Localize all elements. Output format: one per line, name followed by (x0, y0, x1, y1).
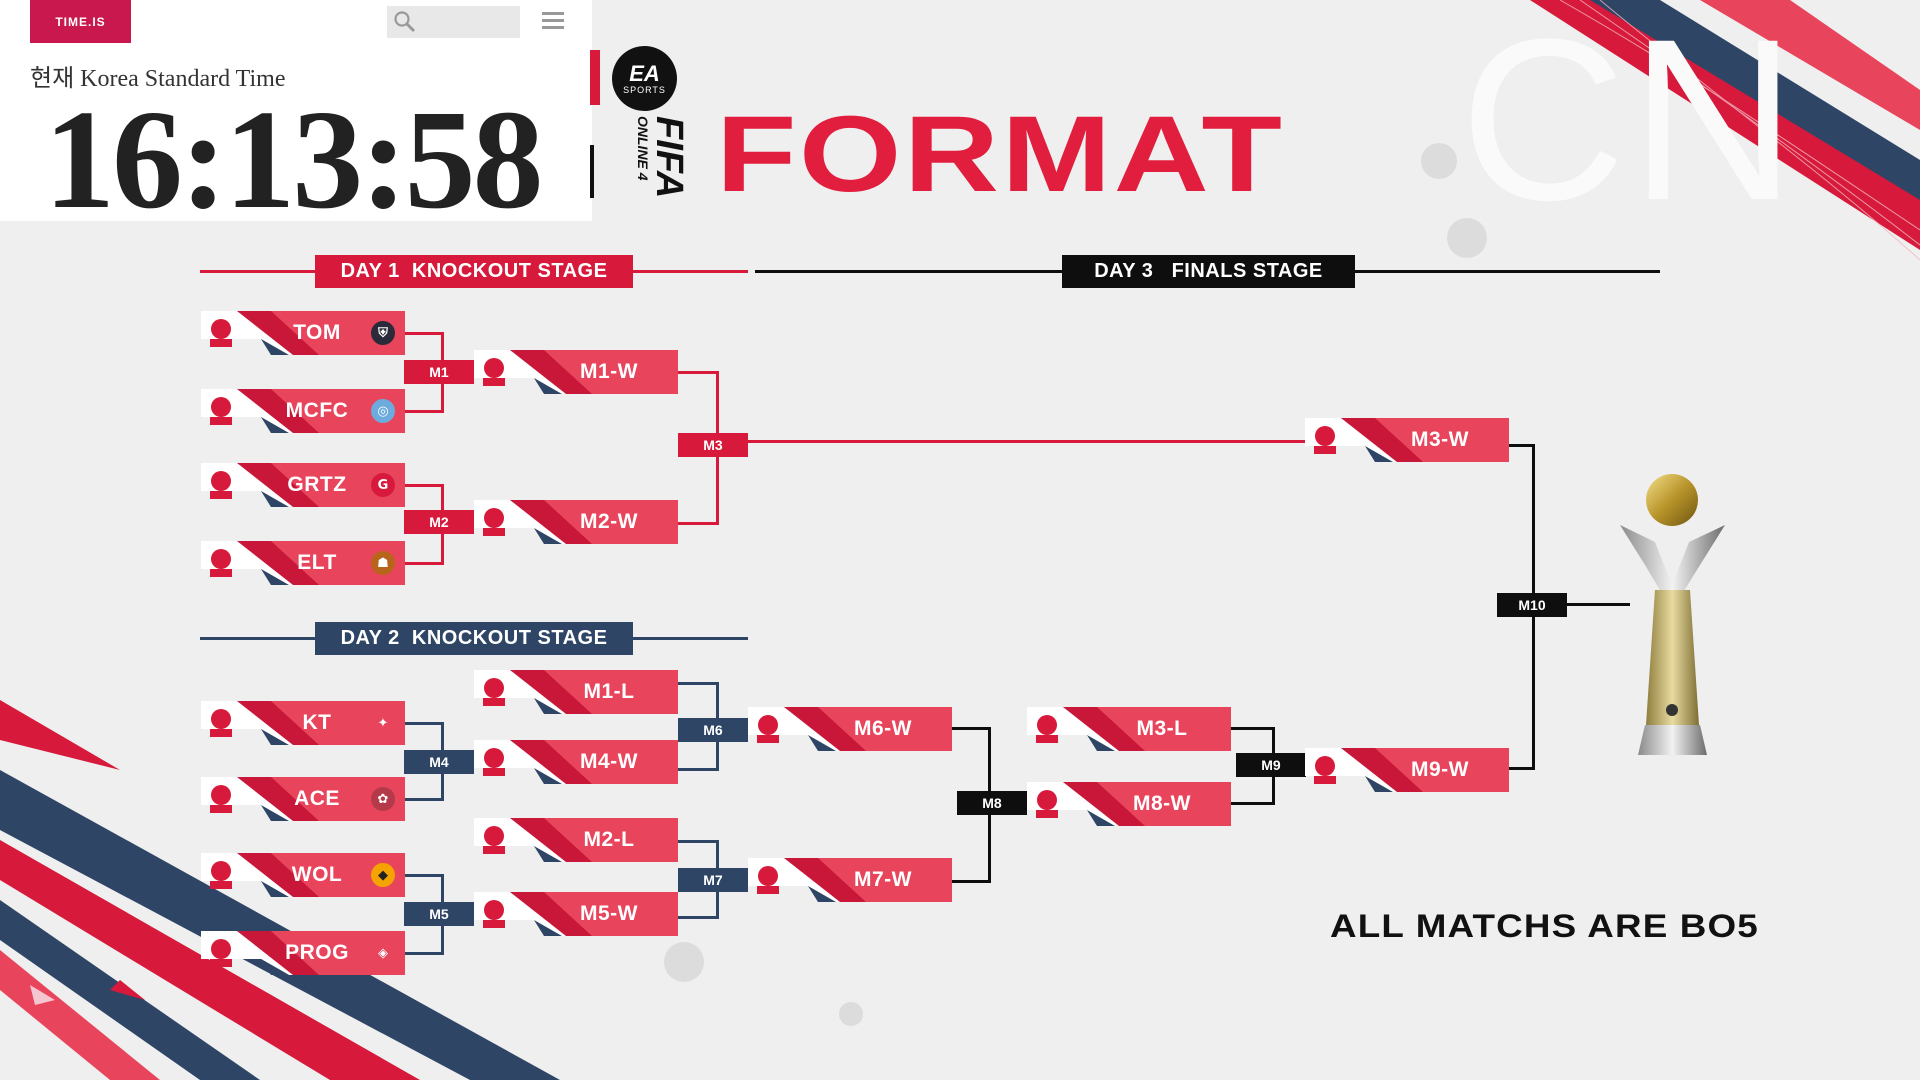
team-name: ACE (294, 787, 340, 810)
slot-name: M2-L (583, 828, 635, 851)
slot-name: M6-W (854, 717, 912, 740)
erdc-emblem-icon (210, 549, 232, 577)
search-input[interactable] (387, 6, 520, 38)
erdc-emblem-icon (483, 826, 505, 854)
slot-name: M5-W (580, 902, 638, 925)
slot-card-m2w: M2-W (474, 500, 678, 544)
team-name: WOL (291, 863, 343, 886)
erdc-emblem-icon (483, 508, 505, 536)
erdc-emblem-icon (1314, 426, 1336, 454)
slot-name: M9-W (1411, 758, 1469, 781)
slot-name: M2-W (580, 510, 638, 533)
erdc-emblem-icon (210, 861, 232, 889)
erdc-emblem-icon (483, 358, 505, 386)
slot-name: M1-W (580, 360, 638, 383)
match-label-m8: M8 (957, 791, 1027, 815)
logo-fragment (590, 50, 600, 198)
match-label-m1: M1 (404, 360, 474, 384)
team-name: KT (302, 711, 332, 734)
team-card-kt: KT ✦ (201, 701, 405, 745)
slot-card-m7w: M7-W (748, 858, 952, 902)
slot-card-m6w: M6-W (748, 707, 952, 751)
tom-team-icon: ⛨ (371, 321, 395, 345)
erdc-emblem-icon (210, 709, 232, 737)
footer-note: ALL MATCHS ARE BO5 (1330, 908, 1759, 944)
erdc-emblem-icon (210, 785, 232, 813)
slot-card-m3l: M3-L (1027, 707, 1231, 751)
erdc-emblem-icon (210, 319, 232, 347)
match-label-m4: M4 (404, 750, 474, 774)
timeis-widget: TIME.IS 현재 Korea Standard Time 16:13:58 (0, 0, 592, 230)
team-name: TOM (293, 321, 341, 344)
slot-card-m3w: M3-W (1305, 418, 1509, 462)
team-card-wol: WOL ◆ (201, 853, 405, 897)
day2-stage-label: DAY 2 KNOCKOUT STAGE (315, 622, 633, 655)
prog-team-icon: ◈ (371, 941, 395, 965)
match-label-m9: M9 (1236, 753, 1306, 777)
match-label-m5: M5 (404, 902, 474, 926)
erdc-emblem-icon (1036, 790, 1058, 818)
timezone-label: 현재 Korea Standard Time (30, 66, 286, 92)
slot-name: M7-W (854, 868, 912, 891)
slot-card-m1w: M1-W (474, 350, 678, 394)
slot-name: M3-L (1136, 717, 1188, 740)
menu-icon[interactable] (542, 12, 564, 30)
slot-name: M1-L (583, 680, 635, 703)
day1-stage-label: DAY 1 KNOCKOUT STAGE (315, 255, 633, 288)
slot-name: M3-W (1411, 428, 1469, 451)
team-card-prog: PROG ◈ (201, 931, 405, 975)
wol-team-icon: ◆ (371, 863, 395, 887)
erdc-emblem-icon (757, 866, 779, 894)
kt-team-icon: ✦ (371, 711, 395, 735)
team-card-grtz: GRTZ G (201, 463, 405, 507)
erdc-emblem-icon (483, 900, 505, 928)
erdc-emblem-icon (1036, 715, 1058, 743)
slot-card-m2l: M2-L (474, 818, 678, 862)
erdc-emblem-icon (1314, 756, 1336, 784)
erdc-emblem-icon (483, 678, 505, 706)
team-card-mcfc: MCFC ◎ (201, 389, 405, 433)
grtz-team-icon: G (371, 473, 395, 497)
team-card-tom: TOM ⛨ (201, 311, 405, 355)
slot-card-m1l: M1-L (474, 670, 678, 714)
match-label-m2: M2 (404, 510, 474, 534)
match-label-m6: M6 (678, 718, 748, 742)
page-title: FORMAT (716, 93, 1285, 214)
erdc-emblem-icon (757, 715, 779, 743)
timeis-logo[interactable]: TIME.IS (30, 0, 131, 43)
slot-name: M4-W (580, 750, 638, 773)
erdc-emblem-icon (210, 397, 232, 425)
cn-watermark: CN (1460, 0, 1801, 248)
erdc-emblem-icon (483, 748, 505, 776)
fifa-online-logo: FIFA ONLINE 4 (635, 116, 690, 199)
slot-name: M8-W (1133, 792, 1191, 815)
search-icon (394, 11, 416, 33)
slot-card-m9w: M9-W (1305, 748, 1509, 792)
team-name: MCFC (285, 399, 349, 422)
erdc-emblem-icon (210, 939, 232, 967)
slot-card-m4w: M4-W (474, 740, 678, 784)
day3-stage-label: DAY 3 FINALS STAGE (1062, 255, 1355, 288)
mcfc-team-icon: ◎ (371, 399, 395, 423)
elt-team-icon: ☗ (371, 551, 395, 575)
team-card-elt: ELT ☗ (201, 541, 405, 585)
ace-team-icon: ✿ (371, 787, 395, 811)
erdc-emblem-icon (210, 471, 232, 499)
match-label-m7: M7 (678, 868, 748, 892)
match-label-m3: M3 (678, 433, 748, 457)
slot-card-m5w: M5-W (474, 892, 678, 936)
team-name: ELT (297, 551, 337, 574)
match-label-m10: M10 (1497, 593, 1567, 617)
team-name: PROG (285, 941, 349, 964)
slot-card-m8w: M8-W (1027, 782, 1231, 826)
clock-display: 16:13:58 (44, 80, 544, 238)
ea-sports-logo: EA SPORTS (612, 46, 677, 111)
trophy-icon (1620, 474, 1725, 755)
team-name: GRTZ (287, 473, 347, 496)
team-card-ace: ACE ✿ (201, 777, 405, 821)
